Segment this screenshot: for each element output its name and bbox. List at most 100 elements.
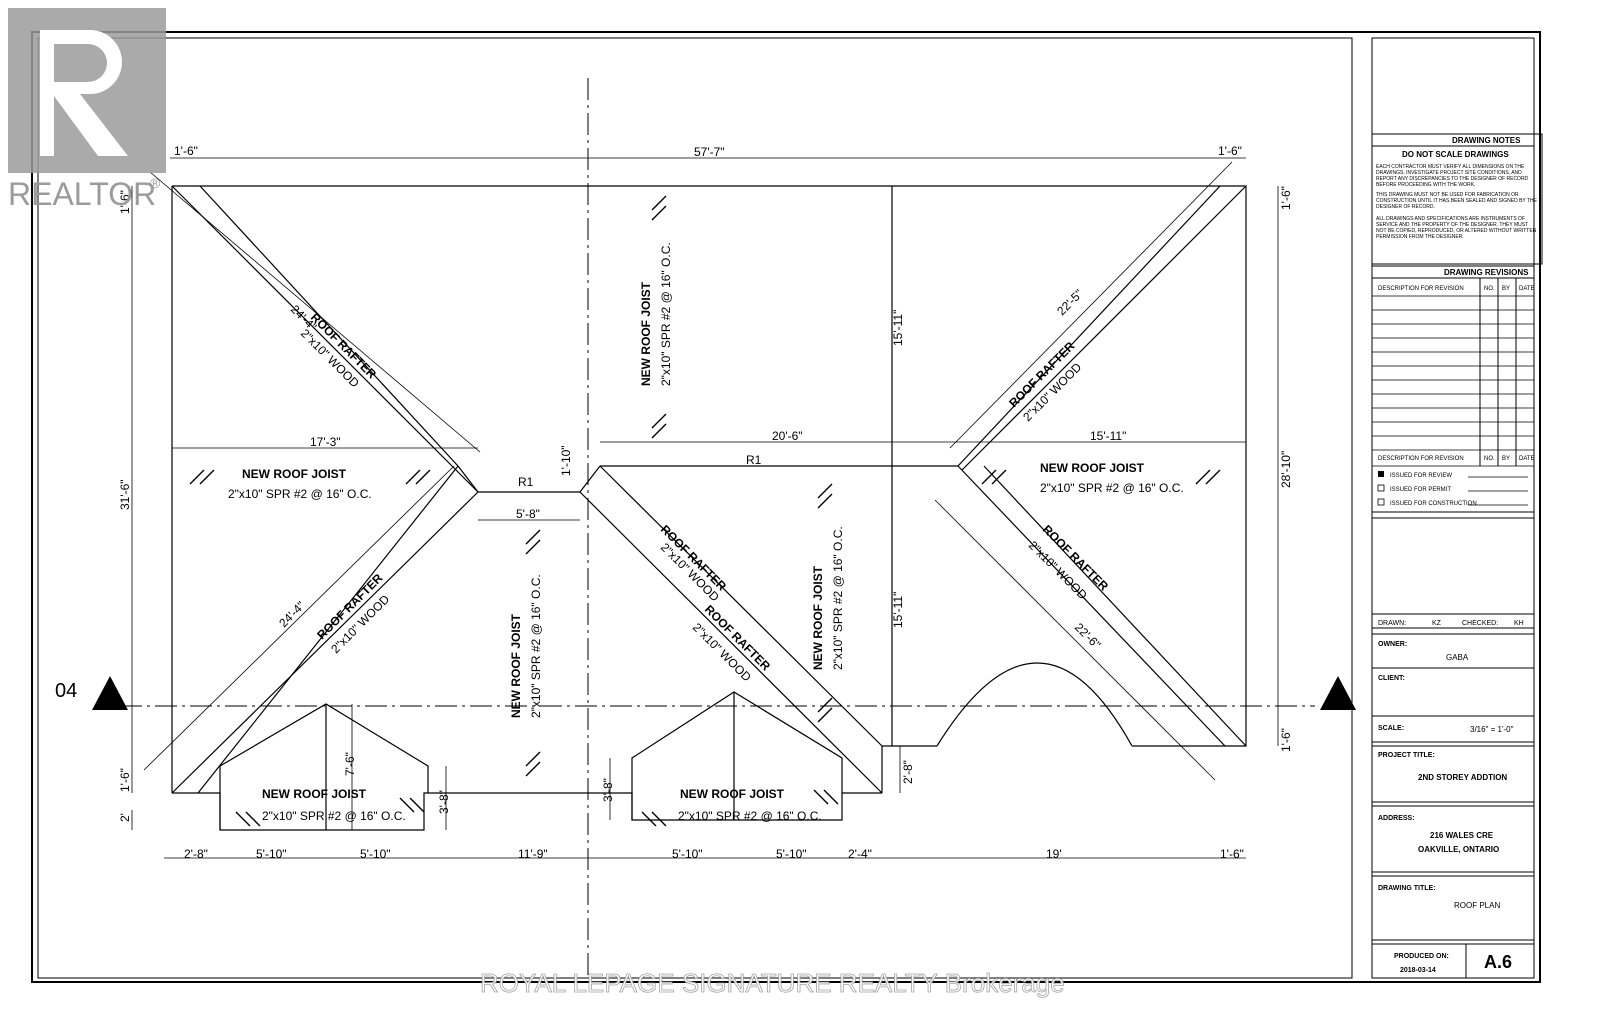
owner-label: OWNER: <box>1378 641 1407 648</box>
brokerage-watermark: ROYAL LEPAGE SIGNATURE REALTY Brokerage <box>480 968 1065 998</box>
notes-para1-1: DRAWINGS, INVESTIGATE PROJECT SITE CONDI… <box>1376 170 1522 176</box>
joist-spec-right: 2"x10" SPR #2 @ 16" O.C. <box>1040 481 1184 495</box>
dim-right-overall: 28'-10" <box>1279 451 1293 488</box>
produced-value: 2018-03-14 <box>1400 967 1436 974</box>
ridge-label-mid: R1 <box>746 453 762 467</box>
produced-label: PRODUCED ON: <box>1394 953 1449 960</box>
issued-permit-checkbox[interactable] <box>1377 484 1385 492</box>
rev-col-desc: DESCRIPTION FOR REVISION <box>1378 286 1464 292</box>
realtor-logo: REALTOR ® <box>8 8 166 212</box>
checked-value: KH <box>1514 620 1524 627</box>
section-marker-label: 04 <box>55 680 77 702</box>
rev-col-no-bottom: NO. <box>1484 456 1495 462</box>
issued-review-checkbox[interactable] <box>1378 471 1384 477</box>
issued-construction-checkbox[interactable] <box>1377 498 1385 506</box>
joist-break-symbols <box>189 195 1221 827</box>
rev-col-date: DATE <box>1519 286 1535 292</box>
joist-spec-top-mid: 2"x10" SPR #2 @ 16" O.C. <box>659 242 673 386</box>
dim-left-overhang-top: 1'-6" <box>118 190 132 214</box>
dim-span-right: 15'-11" <box>1090 429 1126 443</box>
dimension-texts: 57'-7" 1'-6" 1'-6" 31'-6" 1'-6" 1'-6" 2'… <box>118 144 1293 861</box>
notes-para1-3: BEFORE PROCEEDING WITH THE WORK. <box>1376 182 1475 188</box>
dim-top-left-overhang: 1'-6" <box>174 144 198 158</box>
sheet-number: A.6 <box>1484 952 1512 972</box>
rev-col-no: NO. <box>1484 286 1495 292</box>
scale-value: 3/16" = 1'-0" <box>1470 725 1514 734</box>
dim-bottom-8: 1'-6" <box>1220 847 1244 861</box>
notes-para3-3: PERMISSION FROM THE DESIGNER. <box>1376 234 1464 240</box>
roof-outline <box>171 185 1247 831</box>
rev-col-by-bottom: BY <box>1502 456 1510 462</box>
centerlines <box>120 78 1315 975</box>
dim-right-overhang-top: 1'-6" <box>1279 186 1293 210</box>
dim-gable-side-left: 3'-8" <box>437 790 451 814</box>
realtor-text: REALTOR <box>8 176 156 212</box>
rev-col-by: BY <box>1502 286 1510 292</box>
drawn-label: DRAWN: <box>1378 620 1406 627</box>
dim-step-right: 2'-8" <box>901 760 915 784</box>
dim-gable1-height: 7'-6" <box>343 752 357 776</box>
plan-labels: R1 R1 ROOF RAFTER 2"x10" WOOD ROOF RAFTE… <box>228 242 1184 823</box>
section-marker-left-icon <box>92 676 128 710</box>
joist-spec-gable2: 2"x10" SPR #2 @ 16" O.C. <box>678 809 822 823</box>
owner-value: GABA <box>1446 653 1469 662</box>
dim-bottom-1: 5'-10" <box>256 847 287 861</box>
issued-construction-label: ISSUED FOR CONSTRUCTION <box>1390 501 1477 507</box>
dim-rafter-br: 22'-6" <box>1072 620 1104 652</box>
joist-label-right: NEW ROOF JOIST <box>1040 461 1145 475</box>
dim-height-lower: 15'-11" <box>891 592 905 628</box>
joist-label-center: NEW ROOF JOIST <box>509 613 523 718</box>
issued-review-label: ISSUED FOR REVIEW <box>1390 473 1452 479</box>
joist-label-left: NEW ROOF JOIST <box>242 467 347 481</box>
joist-label-gable1: NEW ROOF JOIST <box>262 787 367 801</box>
dim-left-overhang-bottom: 1'-6" <box>118 768 132 792</box>
dim-ridge-short: 5'-8" <box>516 507 540 521</box>
notes-para1-0: EACH CONTRACTOR MUST VERIFY ALL DIMENSIO… <box>1376 164 1525 170</box>
revision-rows <box>1372 295 1534 506</box>
client-label: CLIENT: <box>1378 675 1405 682</box>
dim-left-step: 2' <box>118 813 132 822</box>
drawing-title-label: DRAWING TITLE: <box>1378 885 1436 892</box>
notes-heading: DRAWING NOTES <box>1452 136 1521 145</box>
joist-spec-left: 2"x10" SPR #2 @ 16" O.C. <box>228 487 372 501</box>
notes-subheading: DO NOT SCALE DRAWINGS <box>1402 150 1509 159</box>
dim-left-overall: 31'-6" <box>118 479 132 510</box>
dim-bottom-6: 2'-4" <box>848 847 872 861</box>
dim-top-overall: 57'-7" <box>694 145 725 159</box>
rev-col-date-bottom: DATE <box>1519 456 1535 462</box>
joist-spec-center: 2"x10" SPR #2 @ 16" O.C. <box>529 574 543 718</box>
dim-ridge-offset: 1'-10" <box>559 445 573 476</box>
notes-para1-2: REPORT ANY DISCREPANCIES TO THE DESIGNER… <box>1376 176 1529 182</box>
section-marker-right-icon <box>1320 676 1356 710</box>
notes-para2-2: DESIGNER OF RECORD. <box>1376 204 1435 210</box>
ridge-label-left: R1 <box>518 475 534 489</box>
dim-rafter-tr: 22'-5" <box>1054 287 1086 319</box>
dim-bottom-2: 5'-10" <box>360 847 391 861</box>
dim-bottom-5: 5'-10" <box>776 847 807 861</box>
checked-label: CHECKED: <box>1462 620 1498 627</box>
rev-col-desc-bottom: DESCRIPTION FOR REVISION <box>1378 456 1464 462</box>
dim-bottom-4: 5'-10" <box>672 847 703 861</box>
dim-top-right-overhang: 1'-6" <box>1218 144 1242 158</box>
realtor-registered-icon: ® <box>150 175 161 191</box>
issued-permit-label: ISSUED FOR PERMIT <box>1390 487 1451 493</box>
dim-span-left: 17'-3" <box>310 435 341 449</box>
realtor-r-glyph <box>40 30 128 156</box>
title-block <box>1371 37 1543 979</box>
sheet-border <box>31 31 1541 983</box>
address-label: ADDRESS: <box>1378 815 1415 822</box>
notes-para2-0: THIS DRAWING MUST NOT BE USED FOR FABRIC… <box>1376 192 1519 198</box>
dim-right-overhang-bottom: 1'-6" <box>1279 728 1293 752</box>
address-line2: OAKVILLE, ONTARIO <box>1418 845 1499 854</box>
dim-span-mid: 20'-6" <box>772 429 803 443</box>
drawing-title-value: ROOF PLAN <box>1454 901 1500 910</box>
project-title-label: PROJECT TITLE: <box>1378 752 1435 759</box>
joist-spec-right-mid: 2"x10" SPR #2 @ 16" O.C. <box>831 526 845 670</box>
gables <box>219 691 843 830</box>
rafters <box>171 185 1247 794</box>
notes-para3-1: SERVICE AND THE PROPERTY OF THE DESIGNER… <box>1376 222 1528 228</box>
scale-label: SCALE: <box>1378 725 1404 732</box>
dim-bottom-7: 19' <box>1046 847 1062 861</box>
drawn-value: KZ <box>1432 620 1442 627</box>
